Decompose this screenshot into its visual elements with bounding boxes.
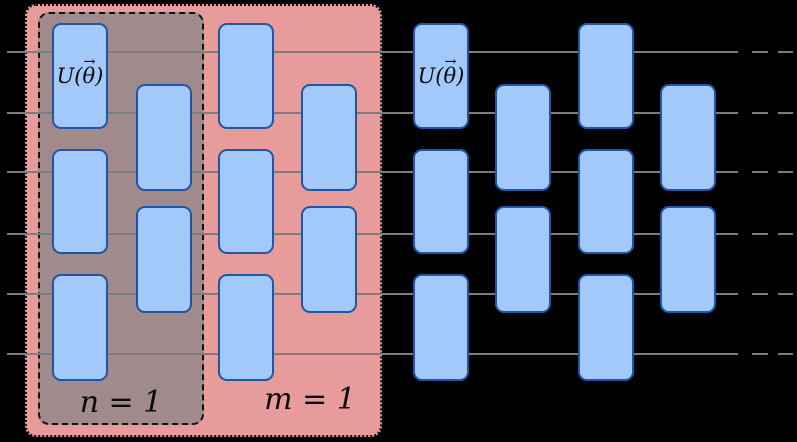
wire-continuation-dash xyxy=(778,292,793,296)
gate-u-theta: U(→θ) xyxy=(52,23,108,129)
gate-u-theta: U(→θ) xyxy=(413,23,469,129)
gate-u-theta xyxy=(578,274,634,381)
wire-continuation-dash xyxy=(752,292,768,296)
wire-continuation-dash xyxy=(752,111,768,115)
qubit-wire xyxy=(7,292,738,296)
u-suffix: ) xyxy=(95,63,104,88)
wire-continuation-dash xyxy=(752,232,768,236)
qubit-wire xyxy=(7,232,738,236)
region-m-label: m = 1 xyxy=(264,382,356,417)
u-prefix: U( xyxy=(56,63,83,88)
wire-continuation-dash xyxy=(752,352,768,356)
gate-u-theta xyxy=(136,206,192,313)
qubit-wire xyxy=(7,352,738,356)
gate-u-theta xyxy=(136,84,192,191)
gate-u-theta xyxy=(301,206,357,313)
u-prefix: U( xyxy=(417,63,444,88)
theta-symbol: θ xyxy=(82,63,96,88)
gate-unitary-label: U(→θ) xyxy=(417,55,465,88)
qubit-wire xyxy=(7,170,738,174)
gate-u-theta xyxy=(52,274,108,381)
wire-continuation-dash xyxy=(778,111,793,115)
gate-u-theta xyxy=(413,274,469,381)
gate-u-theta xyxy=(413,149,469,254)
region-n-label: n = 1 xyxy=(79,385,163,420)
theta-symbol: θ xyxy=(443,63,457,88)
gate-u-theta xyxy=(578,23,634,129)
vector-arrow-icon: → xyxy=(444,54,457,71)
gate-u-theta xyxy=(495,206,551,313)
gate-u-theta xyxy=(218,274,274,381)
theta-with-arrow: →θ xyxy=(443,55,457,88)
wire-continuation-dash xyxy=(752,170,768,174)
gate-u-theta xyxy=(218,23,274,129)
qubit-wire xyxy=(7,50,738,54)
u-suffix: ) xyxy=(456,63,465,88)
gate-u-theta xyxy=(218,149,274,254)
wire-continuation-dash xyxy=(778,170,793,174)
gate-u-theta xyxy=(660,84,716,191)
gate-u-theta xyxy=(301,84,357,191)
gate-unitary-label: U(→θ) xyxy=(56,55,104,88)
gate-u-theta xyxy=(660,206,716,313)
qubit-wire xyxy=(7,111,738,115)
wire-continuation-dash xyxy=(752,50,768,54)
gate-u-theta xyxy=(495,84,551,191)
wire-continuation-dash xyxy=(778,232,793,236)
wire-continuation-dash xyxy=(778,352,793,356)
theta-with-arrow: →θ xyxy=(82,55,96,88)
wire-continuation-dash xyxy=(778,50,793,54)
gate-u-theta xyxy=(578,149,634,254)
gate-u-theta xyxy=(52,149,108,254)
vector-arrow-icon: → xyxy=(83,54,96,71)
